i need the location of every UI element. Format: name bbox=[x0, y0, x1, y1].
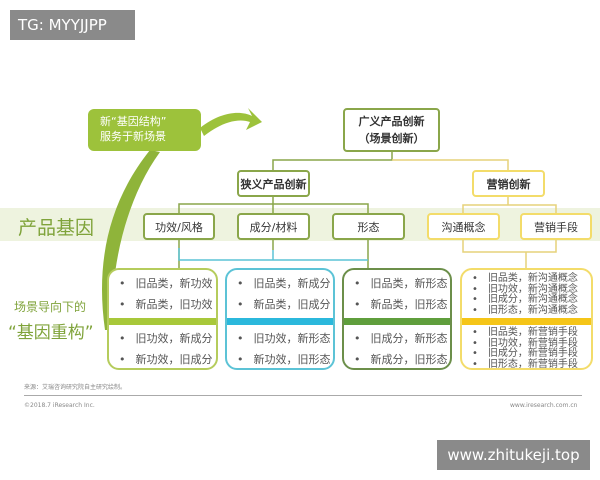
combo-list-bottom: 旧功效，新成分新功效，旧成分 bbox=[109, 328, 216, 368]
recombination-box: 旧品类，新形态新品类，旧形态旧成分，新形态新成分，旧形态 bbox=[342, 268, 452, 370]
combo-item: 新功效，旧成分 bbox=[109, 349, 216, 368]
combo-list-top: 旧品类，新功效新品类，旧功效 bbox=[109, 273, 216, 315]
divider-bar bbox=[344, 318, 450, 325]
gene-form: 形态 bbox=[332, 213, 405, 240]
divider-bar bbox=[227, 318, 333, 325]
combo-item: 新品类，旧成分 bbox=[227, 294, 333, 315]
combo-list-top: 旧品类，新沟通概念旧功效，新沟通概念旧成分，新沟通概念旧形态，新沟通概念 bbox=[462, 273, 591, 317]
combo-list-top: 旧品类，新成分新品类，旧成分 bbox=[227, 273, 333, 315]
footer-divider bbox=[24, 395, 582, 396]
callout-line2: 服务于新场景 bbox=[100, 130, 166, 143]
combo-item: 旧功效，新成分 bbox=[109, 328, 216, 349]
root-line1: 广义产品创新 bbox=[358, 115, 425, 128]
footer-url: www.iresearch.com.cn bbox=[510, 402, 578, 409]
source-note: 来源：艾瑞咨询研究院自主研究绘制。 bbox=[24, 384, 127, 391]
combo-item: 旧品类，新成分 bbox=[227, 273, 333, 294]
combo-item: 旧功效，新沟通概念 bbox=[462, 284, 591, 296]
combo-item: 新品类，旧功效 bbox=[109, 294, 216, 315]
tg-label: TG: MYYJJPP bbox=[10, 10, 135, 40]
side-label-line1: 场景导向下的 bbox=[14, 300, 87, 314]
recombination-box: 旧品类，新功效新品类，旧功效旧功效，新成分新功效，旧成分 bbox=[107, 268, 218, 370]
copyright: ©2018.7 iResearch Inc. bbox=[24, 402, 95, 409]
combo-item: 旧形态，新沟通概念 bbox=[462, 305, 591, 317]
combo-item: 旧品类，新沟通概念 bbox=[462, 273, 591, 285]
broad-product-innovation-node: 广义产品创新 （场景创新） bbox=[343, 108, 440, 152]
combo-item: 旧成分，新形态 bbox=[344, 328, 450, 349]
callout-line1: 新“基因结构” bbox=[100, 115, 167, 128]
root-line2: （场景创新） bbox=[358, 132, 425, 145]
combo-item: 新成分，旧形态 bbox=[344, 349, 450, 368]
watermark: www.zhitukeji.top bbox=[437, 440, 590, 470]
band-label: 产品基因 bbox=[18, 217, 95, 239]
divider-bar bbox=[462, 318, 591, 325]
side-label-line2: “基因重构” bbox=[8, 323, 94, 343]
combo-list-bottom: 旧功效，新形态新功效，旧形态 bbox=[227, 328, 333, 368]
combo-item: 新品类，旧形态 bbox=[344, 294, 450, 315]
arrow-to-root-icon bbox=[200, 108, 262, 136]
combo-item: 旧品类，新形态 bbox=[344, 273, 450, 294]
combo-item: 旧功效，新营销手段 bbox=[462, 338, 591, 350]
combo-list-top: 旧品类，新形态新品类，旧形态 bbox=[344, 273, 450, 315]
combo-item: 新功效，旧形态 bbox=[227, 349, 333, 368]
combo-list-bottom: 旧品类，新营销手段旧功效，新营销手段旧成分，新营销手段旧形态，新营销手段 bbox=[462, 327, 591, 368]
gene-marketing-means: 营销手段 bbox=[520, 213, 592, 240]
narrow-product-innovation-node: 狭义产品创新 bbox=[237, 170, 310, 197]
combo-item: 旧形态，新营销手段 bbox=[462, 359, 591, 368]
new-gene-structure-callout: 新“基因结构” 服务于新场景 bbox=[88, 109, 201, 151]
combo-item: 旧功效，新形态 bbox=[227, 328, 333, 349]
gene-communication-concept: 沟通概念 bbox=[427, 213, 500, 240]
divider-bar bbox=[109, 318, 216, 325]
combo-list-bottom: 旧成分，新形态新成分，旧形态 bbox=[344, 328, 450, 368]
recombination-box: 旧品类，新成分新品类，旧成分旧功效，新形态新功效，旧形态 bbox=[225, 268, 335, 370]
gene-ingredient-material: 成分/材料 bbox=[237, 213, 310, 240]
combo-item: 旧成分，新营销手段 bbox=[462, 348, 591, 360]
gene-efficacy-style: 功效/风格 bbox=[143, 213, 215, 240]
combo-item: 旧成分，新沟通概念 bbox=[462, 294, 591, 306]
combo-item: 旧品类，新营销手段 bbox=[462, 327, 591, 339]
recombination-box: 旧品类，新沟通概念旧功效，新沟通概念旧成分，新沟通概念旧形态，新沟通概念旧品类，… bbox=[460, 268, 593, 370]
combo-item: 旧品类，新功效 bbox=[109, 273, 216, 294]
marketing-innovation-node: 营销创新 bbox=[472, 170, 545, 197]
